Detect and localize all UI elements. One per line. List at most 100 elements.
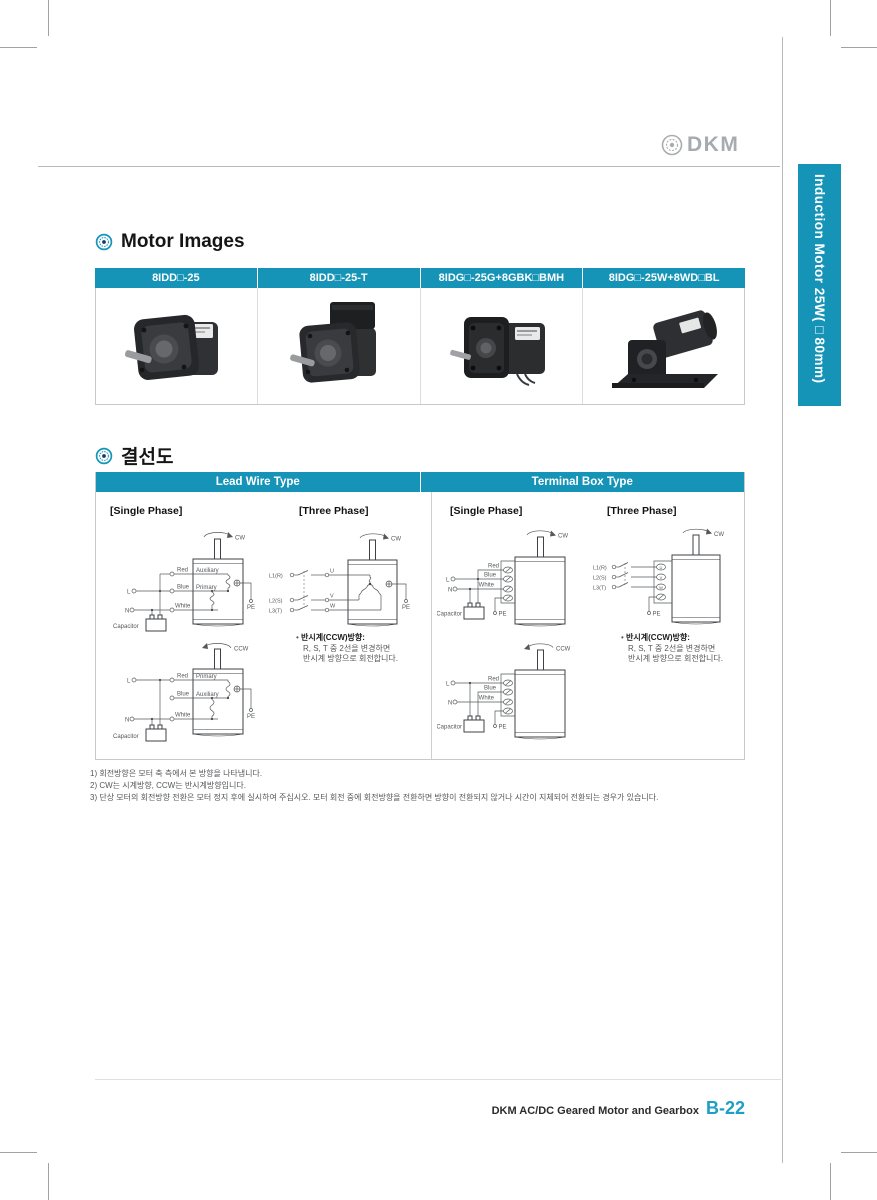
wire-label-blue: Blue — [484, 686, 497, 692]
motor-photo-8idd-25 — [124, 314, 218, 380]
terminal-l: L — [127, 679, 131, 685]
auxiliary-coil — [225, 574, 231, 591]
wire-label-red: Red — [488, 677, 499, 683]
motor-photo-8idd-25-t — [289, 301, 376, 383]
terminal-l3: L3(T) — [593, 585, 606, 591]
motor-photo-cell — [421, 288, 583, 404]
motor-photo-cell — [96, 288, 259, 404]
wire-label-white: White — [479, 696, 495, 702]
note-line: R, S, T 중 2선을 변경하면 — [628, 643, 716, 653]
capacitor-label: Capacitor — [113, 734, 139, 740]
motor-images-table: 8IDD□-25 8IDD□-25-T 8IDG□-25G+8GBK□BMH 8… — [95, 268, 745, 405]
diagram-terminal-single-ccw: CCW Red Blue White L N Capacitor PE — [437, 643, 571, 740]
side-tab: Induction Motor 25W(□80mm) — [798, 164, 841, 406]
dkm-logo-text: DKM — [687, 133, 740, 156]
crop-mark — [0, 47, 37, 48]
crop-mark — [830, 1163, 831, 1200]
capacitor-label: Capacitor — [437, 612, 462, 618]
dkm-logo-icon — [661, 134, 683, 156]
footer-rule — [95, 1079, 781, 1080]
rotation-label: CW — [714, 532, 724, 538]
note-line: R, S, T 중 2선을 변경하면 — [303, 643, 391, 653]
terminal-plate — [500, 560, 515, 604]
phase-label: [Single Phase] — [450, 505, 523, 517]
wire-label-blue: Blue — [177, 585, 190, 591]
pe-label: PE — [247, 605, 255, 611]
wire-label-red: Red — [177, 568, 188, 574]
diagram-lead-single-cw: CW Red Blue White Auxiliary Primary PE L… — [113, 532, 255, 632]
rotation-label: CW — [558, 534, 568, 540]
terminal-plate — [500, 673, 515, 717]
crop-mark — [841, 47, 877, 48]
motor-table-header: 8IDD□-25 8IDD□-25-T 8IDG□-25G+8GBK□BMH 8… — [95, 268, 745, 288]
terminal-u: U — [660, 565, 663, 570]
note-line: 반시계 방향으로 회전합니다. — [303, 654, 398, 663]
page-number: B-22 — [705, 1098, 745, 1118]
switch-blade — [297, 595, 309, 601]
crop-mark — [48, 0, 49, 36]
wire-label-v: V — [330, 594, 334, 600]
rotation-label: CCW — [556, 647, 571, 653]
ccw-direction-note: • 반시계(CCW)방향: R, S, T 중 2선을 변경하면 반시계 방향으… — [621, 633, 741, 665]
motor-shaft — [214, 538, 221, 560]
ccw-arrow — [204, 643, 232, 649]
pe-label: PE — [499, 612, 507, 618]
cw-arrow — [203, 532, 231, 538]
rotation-label: CCW — [234, 647, 249, 653]
wire-label-blue: Blue — [484, 573, 497, 579]
section-title: Motor Images — [121, 231, 245, 252]
terminal-l3: L3(T) — [269, 608, 282, 614]
winding-label: Primary — [196, 674, 217, 680]
phase-label: [Three Phase] — [607, 505, 677, 517]
terminal-w: W — [659, 585, 663, 590]
winding-label: Auxiliary — [196, 568, 219, 574]
motor-images-heading: Motor Images — [95, 231, 245, 253]
diagram-terminal-three-phase: CW L1(R) L2(S) L3(T) U V W PE — [593, 528, 724, 625]
crop-mark — [841, 1152, 877, 1153]
footnote: 3) 단상 모터의 회전방향 전환은 모터 정지 후에 실시하여 주십시오. 모… — [90, 793, 659, 802]
header-rule — [38, 166, 780, 167]
pe-label: PE — [499, 725, 507, 731]
terminal-l: L — [446, 578, 450, 584]
motor-shaft — [537, 649, 544, 671]
note-title: 반시계(CCW)방향: — [301, 633, 365, 642]
wye-winding — [358, 583, 371, 596]
primary-coil — [209, 591, 215, 610]
terminal-l2: L2(S) — [593, 575, 607, 581]
terminal-plate — [653, 560, 672, 604]
dkm-logo: DKM — [660, 132, 739, 158]
pe-label: PE — [247, 714, 255, 720]
wiring-type-header: Lead Wire Type — [96, 472, 421, 492]
motor-table-body — [95, 288, 745, 405]
crop-mark — [48, 1163, 49, 1200]
motor-photo-8idg-25w-right-angle — [612, 309, 719, 388]
wire-label-blue: Blue — [177, 692, 190, 698]
bullet-icon: • — [621, 633, 624, 642]
terminal-n: N — [125, 718, 129, 724]
motor-shaft — [214, 648, 221, 670]
footnotes: 1) 회전방향은 모터 축 측에서 본 방향을 나타냅니다. 2) CW는 시계… — [90, 768, 690, 804]
page-edge-line — [782, 37, 783, 1163]
bullet-icon: • — [296, 633, 299, 642]
wiring-table-header: Lead Wire Type Terminal Box Type — [96, 472, 744, 492]
section-title: 결선도 — [121, 447, 174, 468]
motor-shaft — [537, 536, 544, 558]
pe-label: PE — [402, 605, 410, 611]
terminal-n: N — [125, 609, 129, 615]
capacitor — [463, 719, 485, 733]
rotation-label: CW — [391, 537, 401, 543]
column-divider — [431, 492, 432, 760]
capacitor — [145, 728, 167, 742]
terminal-n: N — [448, 701, 452, 707]
primary-coil — [225, 680, 231, 698]
wye-winding — [368, 575, 372, 584]
wire-label-w: W — [330, 604, 336, 610]
terminal-l: L — [446, 682, 450, 688]
wire-label-white: White — [175, 604, 191, 610]
capacitor-label: Capacitor — [437, 725, 462, 731]
section-bullet-icon — [95, 447, 113, 464]
motor-model-header: 8IDG□-25G+8GBK□BMH — [421, 268, 584, 288]
cw-arrow — [359, 533, 387, 539]
cw-arrow — [526, 530, 554, 536]
